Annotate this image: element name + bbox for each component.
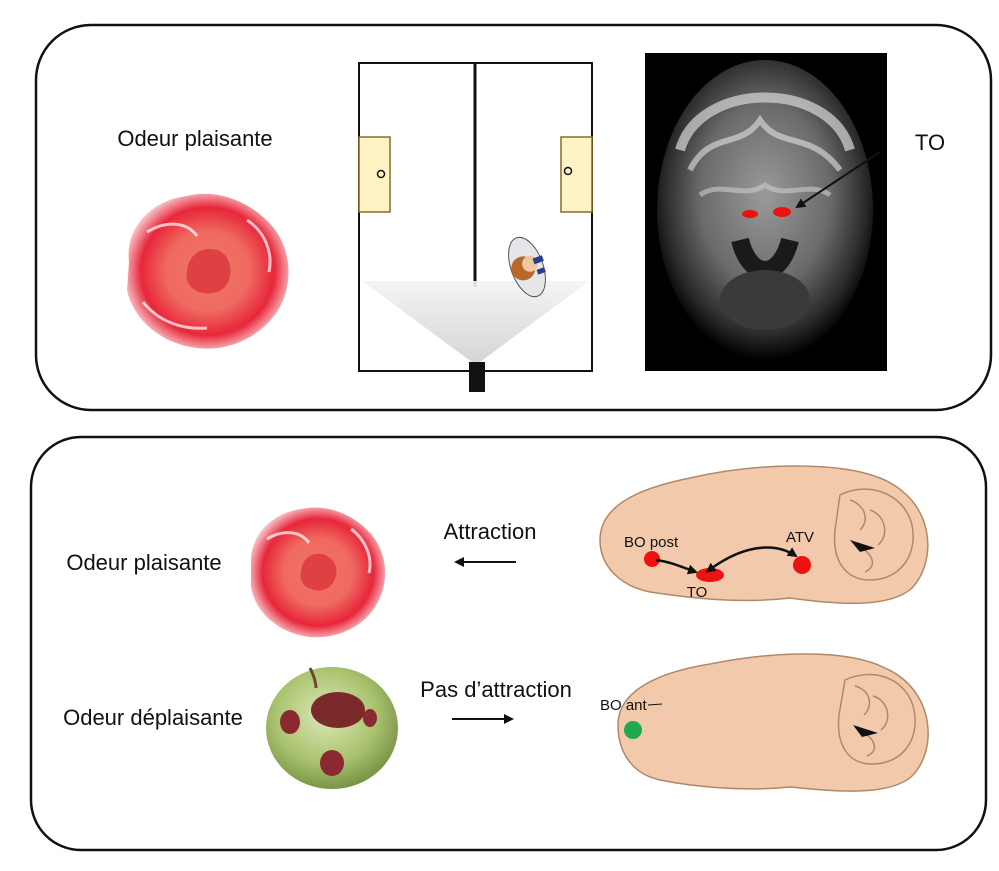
bo-ant-label: BO ant bbox=[600, 697, 648, 714]
pleasant-odor-label: Odeur plaisante bbox=[66, 550, 221, 575]
bottom-panel-frame bbox=[29, 435, 988, 852]
rose-image-bottom bbox=[250, 507, 386, 638]
brain-diagram-unpleasant bbox=[617, 653, 929, 792]
attraction-label: Attraction bbox=[444, 519, 537, 544]
atv-marker bbox=[793, 556, 811, 574]
bo-post-label: BO post bbox=[624, 534, 679, 551]
no-attraction-label: Pas d’attraction bbox=[420, 677, 572, 702]
atv-label: ATV bbox=[786, 529, 814, 546]
bo-to-arrow bbox=[655, 558, 698, 575]
odor-box-right bbox=[560, 136, 593, 213]
odor-box-left bbox=[358, 136, 391, 213]
to-label: TO bbox=[687, 584, 708, 601]
bo-ant-marker bbox=[624, 721, 642, 739]
top-panel-frame bbox=[34, 23, 993, 412]
mri-to-right-marker bbox=[773, 207, 791, 217]
camera-icon bbox=[469, 362, 485, 392]
top-odor-label: Odeur plaisante bbox=[117, 126, 272, 151]
mri-to-left-marker bbox=[742, 210, 758, 218]
camera-field-of-view bbox=[362, 281, 589, 365]
mri-to-arrow bbox=[795, 151, 881, 209]
arena-diagram bbox=[358, 62, 593, 392]
subject-figure bbox=[508, 236, 546, 298]
apple-image bbox=[266, 667, 398, 789]
to-atv-arrow bbox=[705, 546, 798, 573]
unpleasant-odor-label: Odeur déplaisante bbox=[63, 705, 243, 730]
brain-diagram-pleasant bbox=[599, 465, 929, 605]
mri-to-label: TO bbox=[915, 130, 945, 155]
rose-image-top bbox=[127, 193, 289, 349]
to-marker bbox=[696, 568, 724, 582]
mri-image bbox=[645, 53, 887, 371]
bo-ant-leader bbox=[647, 703, 663, 706]
bo-post-marker bbox=[644, 551, 660, 567]
